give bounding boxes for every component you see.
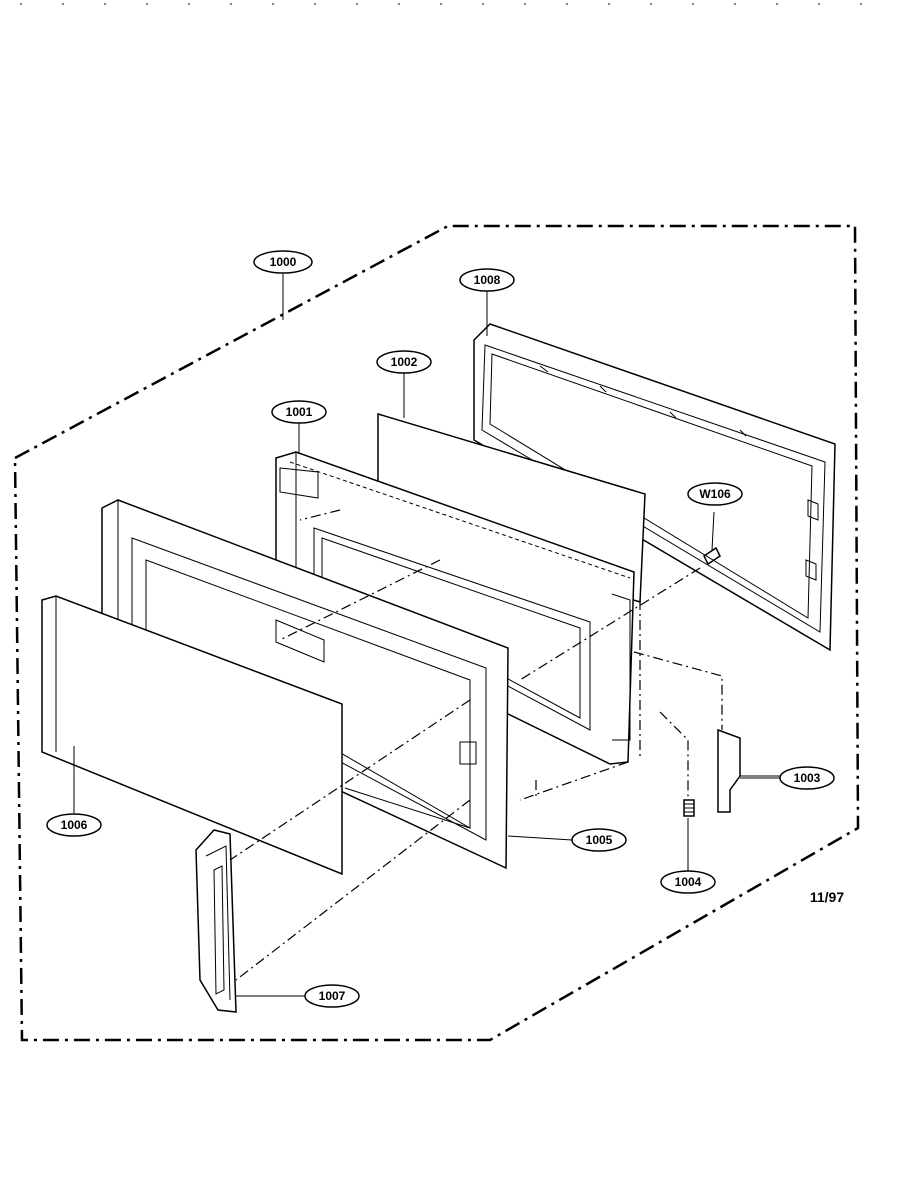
part-number-label: 1002 xyxy=(391,355,418,369)
leader-lines xyxy=(73,274,780,997)
callout-1007: 1007 xyxy=(304,984,360,1008)
rear-frame-part xyxy=(473,323,836,652)
callout-w106: W106 xyxy=(687,482,743,506)
callout-1003: 1003 xyxy=(779,766,835,790)
door-frame-part xyxy=(101,499,509,870)
part-number-label: 1003 xyxy=(794,771,821,785)
handle-part xyxy=(195,829,237,1013)
spring-part xyxy=(683,799,695,866)
front-glass-part xyxy=(41,595,343,876)
callout-1005: 1005 xyxy=(571,828,627,852)
callout-1008: 1008 xyxy=(459,268,515,292)
part-number-label: 1001 xyxy=(286,405,313,419)
callout-1001: 1001 xyxy=(271,400,327,424)
callout-1004: 1004 xyxy=(660,870,716,894)
callout-1006: 1006 xyxy=(46,813,102,837)
assembly-boundary xyxy=(13,224,860,1042)
callout-1000: 1000 xyxy=(253,250,313,274)
part-number-label: 1000 xyxy=(270,255,297,269)
revision-date-label: 11/97 xyxy=(810,889,844,905)
part-number-label: 1007 xyxy=(319,989,346,1003)
part-number-label: 1005 xyxy=(586,833,613,847)
latch-hook-part xyxy=(717,728,780,813)
callout-1002: 1002 xyxy=(376,350,432,374)
screw-part xyxy=(703,511,721,566)
part-number-label: 1006 xyxy=(61,818,88,832)
part-number-label: W106 xyxy=(699,487,731,501)
callouts: 1000 1008 1002 1001 W106 1005 1006 1003 xyxy=(46,250,835,1008)
part-number-label: 1008 xyxy=(474,273,501,287)
part-number-label: 1004 xyxy=(675,875,702,889)
assembly-lines xyxy=(229,509,723,981)
